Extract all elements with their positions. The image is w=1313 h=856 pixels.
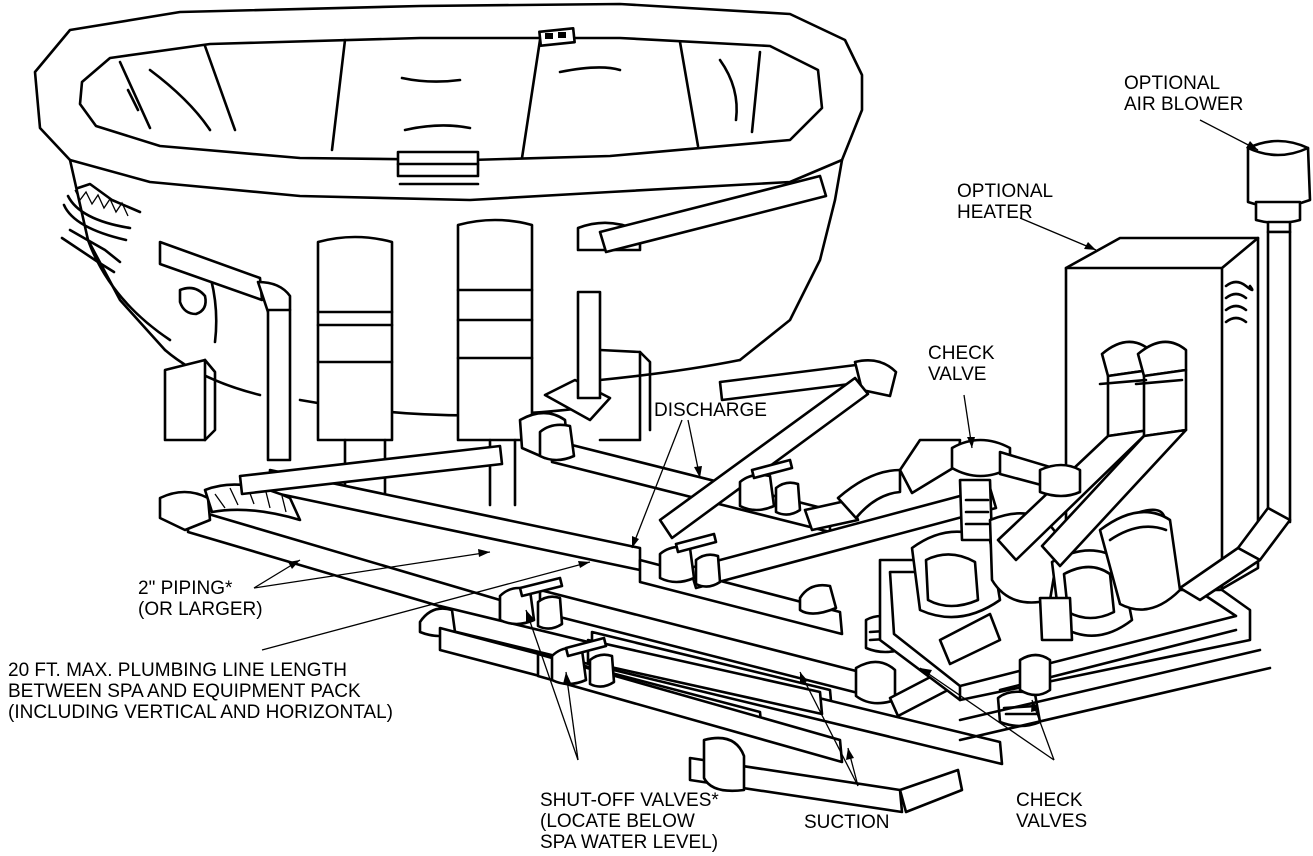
spa-support-columns bbox=[316, 218, 534, 507]
pump-right bbox=[1018, 508, 1182, 697]
label-optional-heater: OPTIONAL HEATER bbox=[957, 181, 1054, 223]
shutoff-valve-mid bbox=[658, 532, 722, 588]
riser-pipes bbox=[950, 340, 1188, 568]
leader-arrowheads bbox=[288, 141, 1258, 760]
label-discharge: DISCHARGE bbox=[654, 400, 767, 421]
pipe-network bbox=[158, 174, 1042, 814]
label-suction: SUCTION bbox=[804, 812, 890, 833]
leader-lines bbox=[253, 119, 1259, 787]
label-optional-air-blower: OPTIONAL AIR BLOWER bbox=[1124, 73, 1244, 115]
label-shutoff-valves: SHUT-OFF VALVES* (LOCATE BELOW SPA WATER… bbox=[540, 790, 719, 853]
shutoff-valve-upper bbox=[498, 576, 564, 630]
shutoff-valve-lower bbox=[550, 636, 616, 688]
label-check-valve: CHECK VALVE bbox=[928, 343, 995, 385]
spa-tub bbox=[33, 2, 864, 442]
left-hose-assembly bbox=[60, 182, 292, 462]
shutoff-valve-left bbox=[538, 423, 576, 462]
label-piping: 2" PIPING* (OR LARGER) bbox=[138, 578, 263, 620]
optional-air-blower bbox=[1178, 139, 1312, 602]
shutoff-valve-back bbox=[738, 458, 802, 516]
label-check-valves: CHECK VALVES bbox=[1016, 790, 1088, 832]
label-max-line-length: 20 FT. MAX. PLUMBING LINE LENGTH BETWEEN… bbox=[8, 660, 393, 723]
